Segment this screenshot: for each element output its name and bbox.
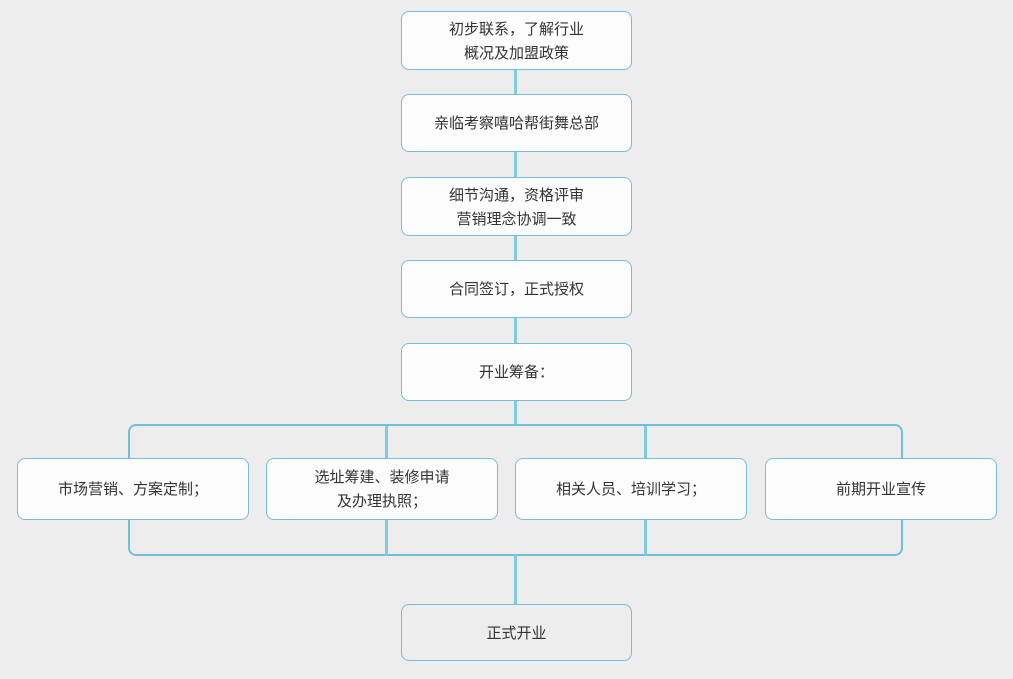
node-detail-communication-label: 细节沟通，资格评审 营销理念协调一致 <box>448 185 584 228</box>
merge-riser-branch2 <box>385 520 388 555</box>
node-marketing-plan: 市场营销、方案定制； <box>17 458 249 520</box>
merge-riser-branch3 <box>644 520 647 555</box>
split-rail-right <box>516 424 903 458</box>
split-drop-branch2 <box>385 426 388 458</box>
node-personnel-training: 相关人员、培训学习； <box>515 458 747 520</box>
node-initial-contact: 初步联系，了解行业 概况及加盟政策 <box>401 11 632 70</box>
connector-step5-split <box>514 401 517 426</box>
node-opening-preparation-label: 开业筹备： <box>478 363 554 381</box>
node-contract-signing: 合同签订，正式授权 <box>401 260 632 318</box>
node-pre-opening-publicity-label: 前期开业宣传 <box>835 480 926 498</box>
node-personnel-training-label: 相关人员、培训学习； <box>555 480 706 498</box>
node-opening-preparation: 开业筹备： <box>401 343 632 401</box>
node-marketing-plan-label: 市场营销、方案定制； <box>57 480 208 498</box>
node-official-opening: 正式开业 <box>401 604 632 661</box>
node-official-opening-label: 正式开业 <box>486 623 547 642</box>
connector-step2-step3 <box>514 152 517 177</box>
node-site-selection-label: 选址筹建、装修申请 及办理执照； <box>314 468 450 510</box>
node-initial-contact-label: 初步联系，了解行业 概况及加盟政策 <box>448 19 584 62</box>
node-detail-communication: 细节沟通，资格评审 营销理念协调一致 <box>401 177 632 236</box>
connector-step1-step2 <box>514 70 517 94</box>
merge-rail-left <box>128 520 516 556</box>
node-site-selection: 选址筹建、装修申请 及办理执照； <box>266 458 498 520</box>
node-contract-signing-label: 合同签订，正式授权 <box>448 280 584 298</box>
node-visit-headquarters-label: 亲临考察嘻哈帮街舞总部 <box>433 114 599 132</box>
connector-merge-final <box>514 555 517 604</box>
merge-rail-right <box>516 520 903 556</box>
split-drop-branch3 <box>644 426 647 458</box>
connector-step4-step5 <box>514 318 517 343</box>
connector-step3-step4 <box>514 236 517 260</box>
node-visit-headquarters: 亲临考察嘻哈帮街舞总部 <box>401 94 632 152</box>
split-rail-left <box>128 424 516 458</box>
node-pre-opening-publicity: 前期开业宣传 <box>765 458 997 520</box>
